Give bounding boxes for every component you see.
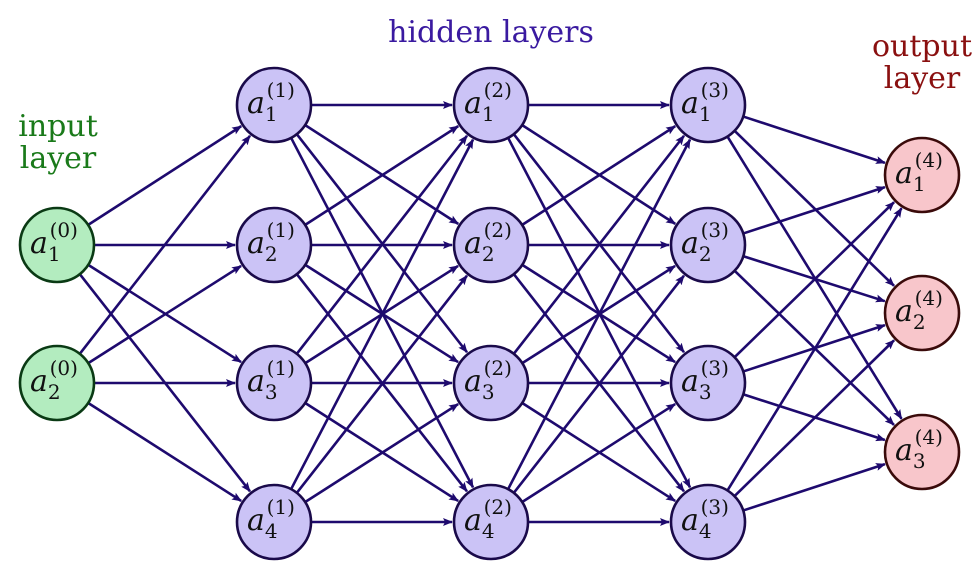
node-label: a3(1) <box>247 356 295 404</box>
node-label: a1(3) <box>681 78 729 126</box>
node-label: a3(4) <box>895 425 943 473</box>
node-hidden-layer3-2: a2(3) <box>669 206 747 284</box>
node-hidden-layer3-3: a3(3) <box>669 344 747 422</box>
node-circle <box>235 483 313 561</box>
node-circle <box>452 483 530 561</box>
node-hidden-layer1-1: a1(1) <box>235 66 313 144</box>
edge-l1n4-l2n3 <box>305 402 460 503</box>
node-label: a4(1) <box>247 495 295 543</box>
nodes: a1(0) a2(0) a1(1) a2(1) a3(1) a4(1) a1(2) a2(2)… <box>18 66 961 561</box>
node-label: a2(3) <box>681 218 729 266</box>
hidden-layers-label: hidden layers <box>388 15 594 50</box>
node-circle <box>18 344 96 422</box>
node-circle <box>452 344 530 422</box>
output-layer-label-line1: output <box>872 29 972 64</box>
edge-l2n3-l3n1 <box>513 134 686 354</box>
node-hidden-layer3-4: a4(3) <box>669 483 747 561</box>
node-circle <box>669 344 747 422</box>
node-circle <box>883 136 961 214</box>
edge-l0n2-l1n2 <box>88 264 242 364</box>
node-label: a2(0) <box>30 356 78 404</box>
node-input-layer0-1: a1(0) <box>18 206 96 284</box>
node-label: a1(4) <box>895 148 943 196</box>
node-label: a4(2) <box>464 495 512 543</box>
edge-l2n2-l3n1 <box>522 125 677 226</box>
edge-l1n4-l2n1 <box>290 138 475 489</box>
node-circle <box>235 66 313 144</box>
output-layer-label-line2: layer <box>884 61 961 96</box>
edge-l3n3-l4n1 <box>734 201 895 358</box>
edge-l1n2-l2n1 <box>305 125 460 226</box>
node-label: a4(3) <box>681 495 729 543</box>
node-circle <box>669 66 747 144</box>
input-layer-label-line2: layer <box>20 141 97 176</box>
edge-l2n4-l3n3 <box>522 402 677 503</box>
edge-l3n4-l4n1 <box>726 207 903 491</box>
node-circle <box>235 206 313 284</box>
node-label: a1(0) <box>30 218 78 266</box>
node-hidden-layer3-1: a1(3) <box>669 66 747 144</box>
edge-l2n4-l3n2 <box>513 274 685 493</box>
node-output-layer4-2: a2(4) <box>883 274 961 352</box>
edge-l3n4-l4n2 <box>734 339 896 497</box>
node-circle <box>669 483 747 561</box>
node-output-layer4-3: a3(4) <box>883 413 961 491</box>
node-circle <box>18 206 96 284</box>
edge-l3n4-l4n3 <box>743 462 886 512</box>
node-label: a2(1) <box>247 218 295 266</box>
node-label: a2(2) <box>464 218 512 266</box>
node-hidden-layer1-2: a2(1) <box>235 206 313 284</box>
edge-l0n2-l1n1 <box>79 134 252 354</box>
node-label: a2(4) <box>895 286 943 334</box>
edge-l3n1-l4n1 <box>743 115 886 165</box>
edge-l2n4-l3n1 <box>507 138 692 489</box>
node-hidden-layer1-4: a4(1) <box>235 483 313 561</box>
edge-l0n1-l1n1 <box>88 125 243 226</box>
node-input-layer0-2: a2(0) <box>18 344 96 422</box>
node-hidden-layer1-3: a3(1) <box>235 344 313 422</box>
node-hidden-layer2-3: a3(2) <box>452 344 530 422</box>
edge-l1n3-l2n1 <box>296 134 469 354</box>
edge-l3n2-l4n1 <box>743 185 886 235</box>
node-hidden-layer2-2: a2(2) <box>452 206 530 284</box>
node-label: a1(1) <box>247 78 295 126</box>
node-label: a3(3) <box>681 356 729 404</box>
edges <box>79 101 903 526</box>
node-hidden-layer2-1: a1(2) <box>452 66 530 144</box>
edge-l0n2-l1n4 <box>88 402 243 503</box>
node-label: a1(2) <box>464 78 512 126</box>
edge-l1n4-l2n2 <box>296 274 468 493</box>
node-circle <box>452 66 530 144</box>
node-circle <box>883 413 961 491</box>
node-circle <box>883 274 961 352</box>
node-hidden-layer2-4: a4(2) <box>452 483 530 561</box>
edge-l3n1-l4n2 <box>734 130 895 287</box>
node-circle <box>235 344 313 422</box>
node-circle <box>669 206 747 284</box>
node-label: a3(2) <box>464 356 512 404</box>
layer-labels: input layer hidden layers output layer <box>18 15 972 176</box>
node-circle <box>452 206 530 284</box>
input-layer-label-line1: input <box>18 109 98 144</box>
node-output-layer4-1: a1(4) <box>883 136 961 214</box>
